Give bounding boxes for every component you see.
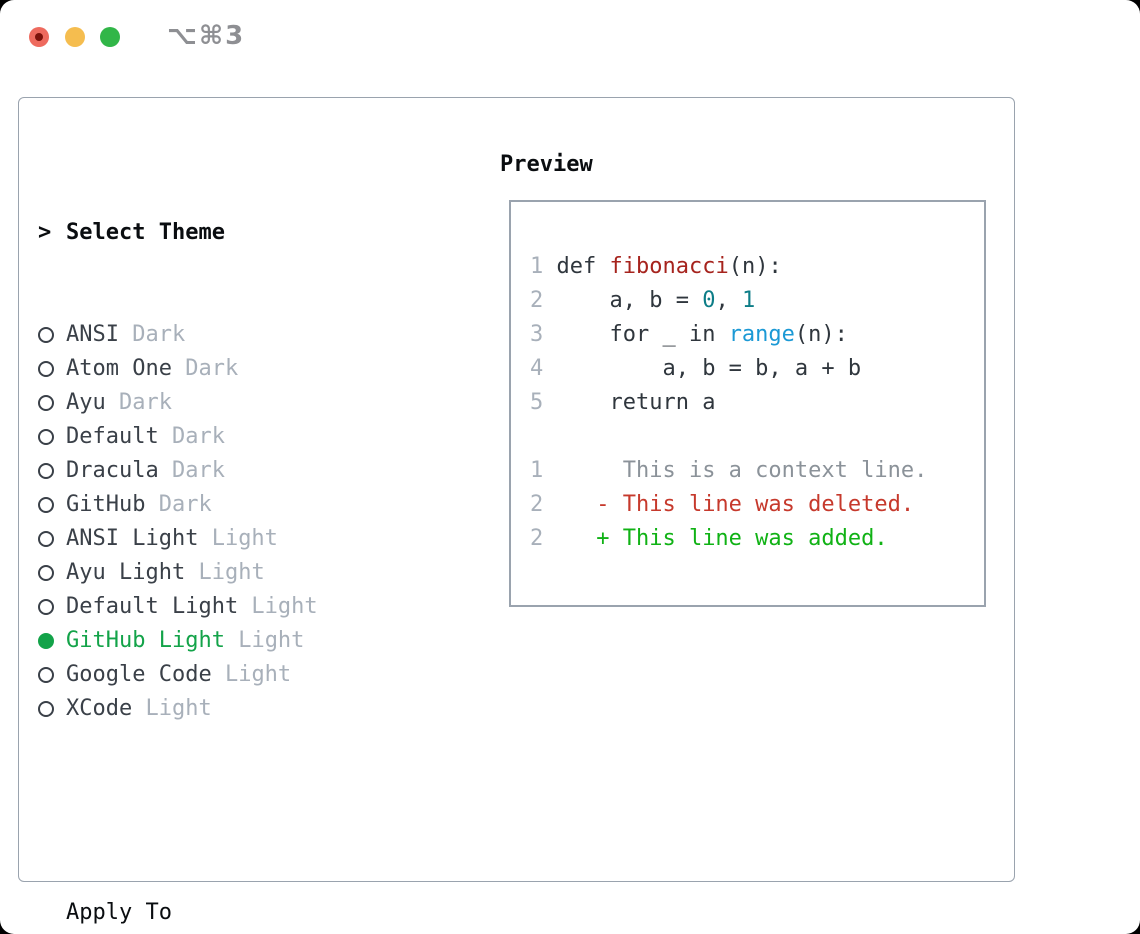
preview-title: Preview	[500, 152, 593, 177]
theme-option-ayu-light[interactable]: Ayu Light Light	[38, 556, 478, 590]
theme-option-default[interactable]: Default Dark	[38, 420, 478, 454]
unsaved-dot-icon	[35, 33, 43, 41]
select-theme-header: > Select Theme	[38, 216, 478, 250]
radio-unselected-icon	[38, 701, 66, 717]
theme-option-github-light[interactable]: GitHub Light Light	[38, 624, 478, 658]
code-segment-lit: 1	[741, 288, 756, 313]
option-label: Ayu Light	[66, 560, 186, 585]
radio-unselected-icon	[38, 599, 66, 615]
theme-option-google-code[interactable]: Google Code Light	[38, 658, 478, 692]
theme-variant-label: Dark	[145, 492, 212, 517]
option-label: Default	[66, 424, 159, 449]
theme-variant-label: Dark	[105, 390, 172, 415]
radio-unselected-icon	[38, 327, 66, 343]
spacer-row	[38, 794, 478, 828]
window-title: ⌥⌘3	[167, 21, 246, 51]
zoom-button[interactable]	[100, 27, 120, 47]
radio-unselected-icon	[38, 497, 66, 513]
code-segment-code: a, b =	[543, 288, 703, 313]
code-segment-builtin: range	[728, 322, 795, 347]
theme-variant-label: Light	[185, 560, 265, 585]
code-segment-code: a, b = b, a + b	[543, 356, 862, 381]
radio-unselected-icon	[38, 531, 66, 547]
theme-option-xcode[interactable]: XCode Light	[38, 692, 478, 726]
theme-option-dracula[interactable]: Dracula Dark	[38, 454, 478, 488]
code-segment-num: 4	[530, 356, 544, 381]
option-label: GitHub Light	[66, 628, 225, 653]
radio-selected-icon	[38, 633, 66, 649]
code-segment-ctx: This is a context line.	[543, 458, 928, 483]
code-segment-func: fibonacci	[609, 254, 729, 279]
theme-variant-label: Dark	[171, 356, 239, 381]
code-segment-lit: 0	[702, 288, 716, 313]
code-segment-del: - This line was deleted.	[543, 492, 915, 517]
apply-to-title: Apply To	[66, 900, 172, 925]
code-segment-code: (n):	[728, 254, 782, 279]
radio-unselected-icon	[38, 361, 66, 377]
code-segment-num: 1	[530, 458, 544, 483]
code-segment-num: 2	[530, 492, 544, 517]
code-segment-num: 2	[530, 288, 544, 313]
option-label: Ayu	[66, 390, 106, 415]
theme-variant-label: Light	[198, 526, 278, 551]
option-label: ANSI	[66, 322, 119, 347]
code-segment-code: return a	[543, 390, 716, 415]
option-label: Google Code	[66, 662, 212, 687]
close-button[interactable]	[29, 27, 49, 47]
code-segment-num: 3	[530, 322, 544, 347]
preview-box: 1 def fibonacci(n): 2 a, b = 0, 1 3 for …	[509, 200, 986, 607]
theme-variant-label: Light	[132, 696, 212, 721]
option-label: XCode	[66, 696, 133, 721]
code-segment-code: def	[556, 254, 610, 279]
code-segment-code: for _ in	[543, 322, 729, 347]
theme-option-default-light[interactable]: Default Light Light	[38, 590, 478, 624]
theme-option-ansi-light[interactable]: ANSI Light Light	[38, 522, 478, 556]
theme-variant-label: Light	[238, 594, 318, 619]
option-label: Atom One	[66, 356, 172, 381]
code-segment-code: (n):	[794, 322, 848, 347]
theme-variant-label: Light	[224, 628, 305, 653]
radio-unselected-icon	[38, 565, 66, 581]
option-label: Default Light	[66, 594, 239, 619]
option-label: Dracula	[66, 458, 159, 483]
radio-unselected-icon	[38, 429, 66, 445]
window-titlebar: ⌥⌘3	[0, 0, 1140, 74]
radio-unselected-icon	[38, 395, 66, 411]
theme-option-atom-one[interactable]: Atom One Dark	[38, 352, 478, 386]
code-segment-num: 1	[530, 254, 557, 279]
code-segment-code: ,	[715, 288, 742, 313]
preview-code: 1 def fibonacci(n): 2 a, b = 0, 1 3 for …	[511, 202, 984, 556]
theme-option-ayu[interactable]: Ayu Dark	[38, 386, 478, 420]
select-theme-title: Select Theme	[66, 220, 225, 245]
code-segment-add: + This line was added.	[543, 526, 888, 551]
code-segment-num: 2	[530, 526, 544, 551]
theme-variant-label: Dark	[118, 322, 186, 347]
radio-unselected-icon	[38, 667, 66, 683]
code-segment-num: 5	[530, 390, 544, 415]
theme-option-github[interactable]: GitHub Dark	[38, 488, 478, 522]
radio-unselected-icon	[38, 463, 66, 479]
apply-to-header: Apply To	[38, 896, 478, 930]
minimize-button[interactable]	[65, 27, 85, 47]
theme-variant-label: Dark	[158, 458, 225, 483]
option-label: GitHub	[66, 492, 146, 517]
theme-variant-label: Dark	[158, 424, 225, 449]
focus-caret-icon: >	[38, 220, 52, 245]
option-label: ANSI Light	[66, 526, 199, 551]
theme-variant-label: Light	[211, 662, 292, 687]
theme-option-ansi[interactable]: ANSI Dark	[38, 318, 478, 352]
